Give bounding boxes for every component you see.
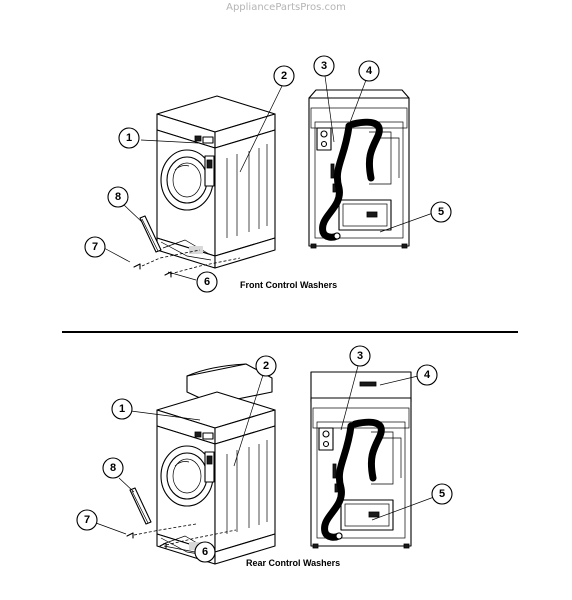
front-control-section — [103, 75, 434, 281]
svg-text:2: 2 — [263, 360, 269, 372]
front-control-washer-front-view — [156, 95, 276, 269]
svg-text:8: 8 — [110, 462, 116, 474]
front-control-washer-rear-view — [309, 98, 409, 248]
rear-control-caption: Rear Control Washers — [246, 558, 340, 568]
leveling-leg-part — [129, 487, 152, 525]
svg-text:3: 3 — [321, 60, 327, 72]
svg-text:8: 8 — [115, 191, 121, 203]
svg-text:5: 5 — [439, 488, 445, 500]
callout-6: 6 — [196, 271, 218, 293]
svg-text:6: 6 — [202, 546, 208, 558]
rear-control-section — [95, 363, 435, 565]
callout-1: 1 — [111, 398, 133, 420]
callout-5: 5 — [431, 483, 453, 505]
foot-clip-part — [133, 263, 141, 270]
callout-7: 7 — [76, 509, 98, 531]
foot-clip-part — [126, 532, 134, 539]
rear-control-washer-rear-view — [311, 398, 411, 548]
front-control-caption: Front Control Washers — [240, 280, 337, 290]
callout-2: 2 — [255, 355, 277, 377]
callout-2: 2 — [273, 65, 295, 87]
callout-1: 1 — [118, 127, 140, 149]
svg-text:3: 3 — [357, 350, 363, 362]
svg-text:4: 4 — [424, 369, 431, 381]
svg-text:6: 6 — [204, 276, 210, 288]
callout-3: 3 — [349, 345, 371, 367]
callout-7: 7 — [84, 236, 106, 258]
svg-text:7: 7 — [84, 514, 90, 526]
callout-4: 4 — [358, 60, 380, 82]
callout-5: 5 — [430, 201, 452, 223]
svg-text:1: 1 — [119, 403, 125, 415]
rear-control-washer-front-view — [156, 391, 276, 565]
svg-text:4: 4 — [366, 65, 373, 77]
callout-8: 8 — [107, 186, 129, 208]
svg-text:5: 5 — [438, 206, 444, 218]
svg-text:1: 1 — [126, 132, 132, 144]
svg-text:7: 7 — [92, 241, 98, 253]
svg-text:2: 2 — [281, 70, 287, 82]
callout-6: 6 — [194, 541, 216, 563]
callout-4: 4 — [416, 364, 438, 386]
callout-8: 8 — [102, 457, 124, 479]
callout-3: 3 — [313, 55, 335, 77]
watermark: AppliancePartsPros.com — [226, 2, 346, 13]
